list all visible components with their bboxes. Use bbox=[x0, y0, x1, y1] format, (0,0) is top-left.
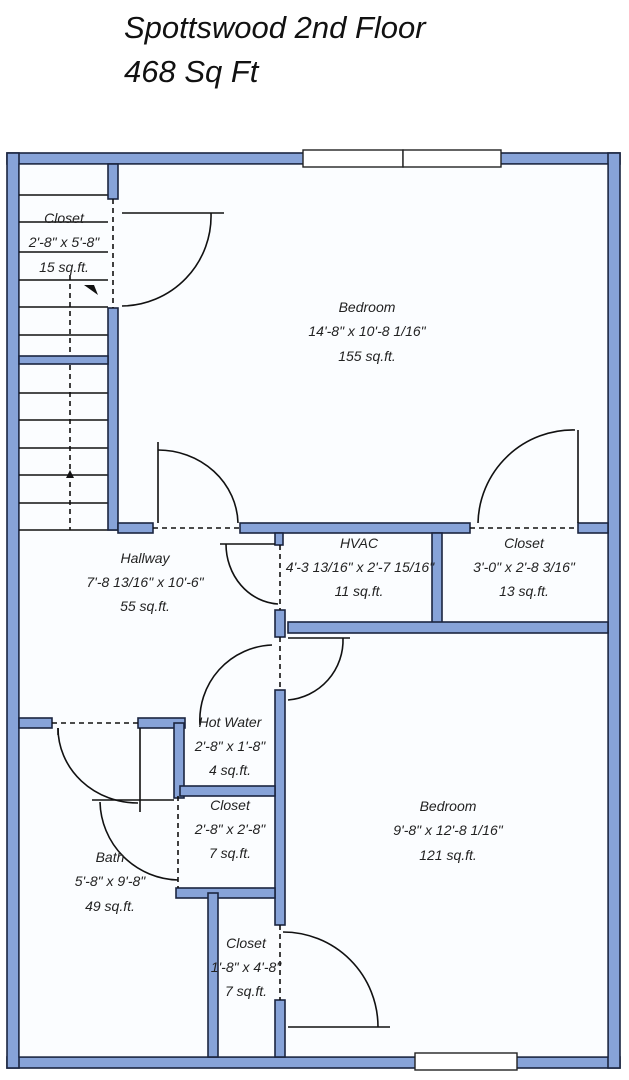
room-dims: 14'-8" x 10'-8 1/16" bbox=[308, 323, 426, 339]
room-name: Bath bbox=[96, 849, 125, 865]
room-dims: 7'-8 13/16" x 10'-6" bbox=[86, 574, 204, 590]
doors bbox=[52, 199, 579, 1028]
room-name: HVAC bbox=[340, 535, 379, 551]
room-name: Closet bbox=[210, 797, 251, 813]
room-name: Bedroom bbox=[339, 299, 396, 315]
room-area: 11 sq.ft. bbox=[335, 583, 384, 599]
room-closet-stair: Closet 2'-8" x 5'-8" 15 sq.ft. bbox=[28, 210, 101, 275]
room-area: 13 sq.ft. bbox=[499, 583, 549, 599]
room-closet-2: Closet 3'-0" x 2'-8 3/16" 13 sq.ft. bbox=[473, 535, 576, 599]
room-dims: 2'-8" x 2'-8" bbox=[194, 821, 267, 837]
room-area: 7 sq.ft. bbox=[209, 845, 251, 861]
room-area: 155 sq.ft. bbox=[338, 348, 396, 364]
room-bedroom-1: Bedroom 14'-8" x 10'-8 1/16" 155 sq.ft. bbox=[308, 299, 426, 364]
room-dims: 2'-8" x 5'-8" bbox=[28, 234, 101, 250]
room-bedroom-2: Bedroom 9'-8" x 12'-8 1/16" 121 sq.ft. bbox=[393, 798, 503, 863]
staircase bbox=[19, 194, 118, 531]
room-area: 55 sq.ft. bbox=[120, 598, 170, 614]
room-dims: 5'-8" x 9'-8" bbox=[75, 873, 147, 889]
room-hallway: Hallway 7'-8 13/16" x 10'-6" 55 sq.ft. bbox=[86, 550, 204, 614]
room-name: Closet bbox=[44, 210, 85, 226]
room-area: 7 sq.ft. bbox=[225, 983, 267, 999]
room-name: Hot Water bbox=[199, 714, 263, 730]
room-hot-water: Hot Water 2'-8" x 1'-8" 4 sq.ft. bbox=[194, 714, 267, 778]
room-area: 49 sq.ft. bbox=[85, 898, 135, 914]
room-name: Bedroom bbox=[420, 798, 477, 814]
room-area: 121 sq.ft. bbox=[419, 847, 477, 863]
plan-area: 468 Sq Ft bbox=[124, 54, 259, 89]
plan-title: Spottswood 2nd Floor bbox=[124, 10, 426, 45]
room-dims: 4'-3 13/16" x 2'-7 15/16" bbox=[286, 559, 435, 575]
outer-walls bbox=[6, 152, 621, 1069]
room-name: Closet bbox=[226, 935, 267, 951]
room-hvac: HVAC 4'-3 13/16" x 2'-7 15/16" 11 sq.ft. bbox=[286, 535, 435, 599]
room-area: 4 sq.ft. bbox=[209, 762, 251, 778]
room-closet-3: Closet 2'-8" x 2'-8" 7 sq.ft. bbox=[194, 797, 267, 861]
room-dims: 1'-8" x 4'-8" bbox=[211, 959, 283, 975]
room-area: 15 sq.ft. bbox=[39, 259, 89, 275]
room-dims: 3'-0" x 2'-8 3/16" bbox=[473, 559, 576, 575]
room-name: Closet bbox=[504, 535, 545, 551]
stair-arrow-icon bbox=[66, 470, 74, 478]
stair-arrow-icon bbox=[84, 285, 98, 295]
room-name: Hallway bbox=[120, 550, 170, 566]
windows bbox=[302, 149, 518, 1071]
room-dims: 9'-8" x 12'-8 1/16" bbox=[393, 822, 503, 838]
room-dims: 2'-8" x 1'-8" bbox=[194, 738, 267, 754]
room-closet-4: Closet 1'-8" x 4'-8" 7 sq.ft. bbox=[211, 935, 283, 999]
room-bath: Bath 5'-8" x 9'-8" 49 sq.ft. bbox=[75, 849, 147, 914]
